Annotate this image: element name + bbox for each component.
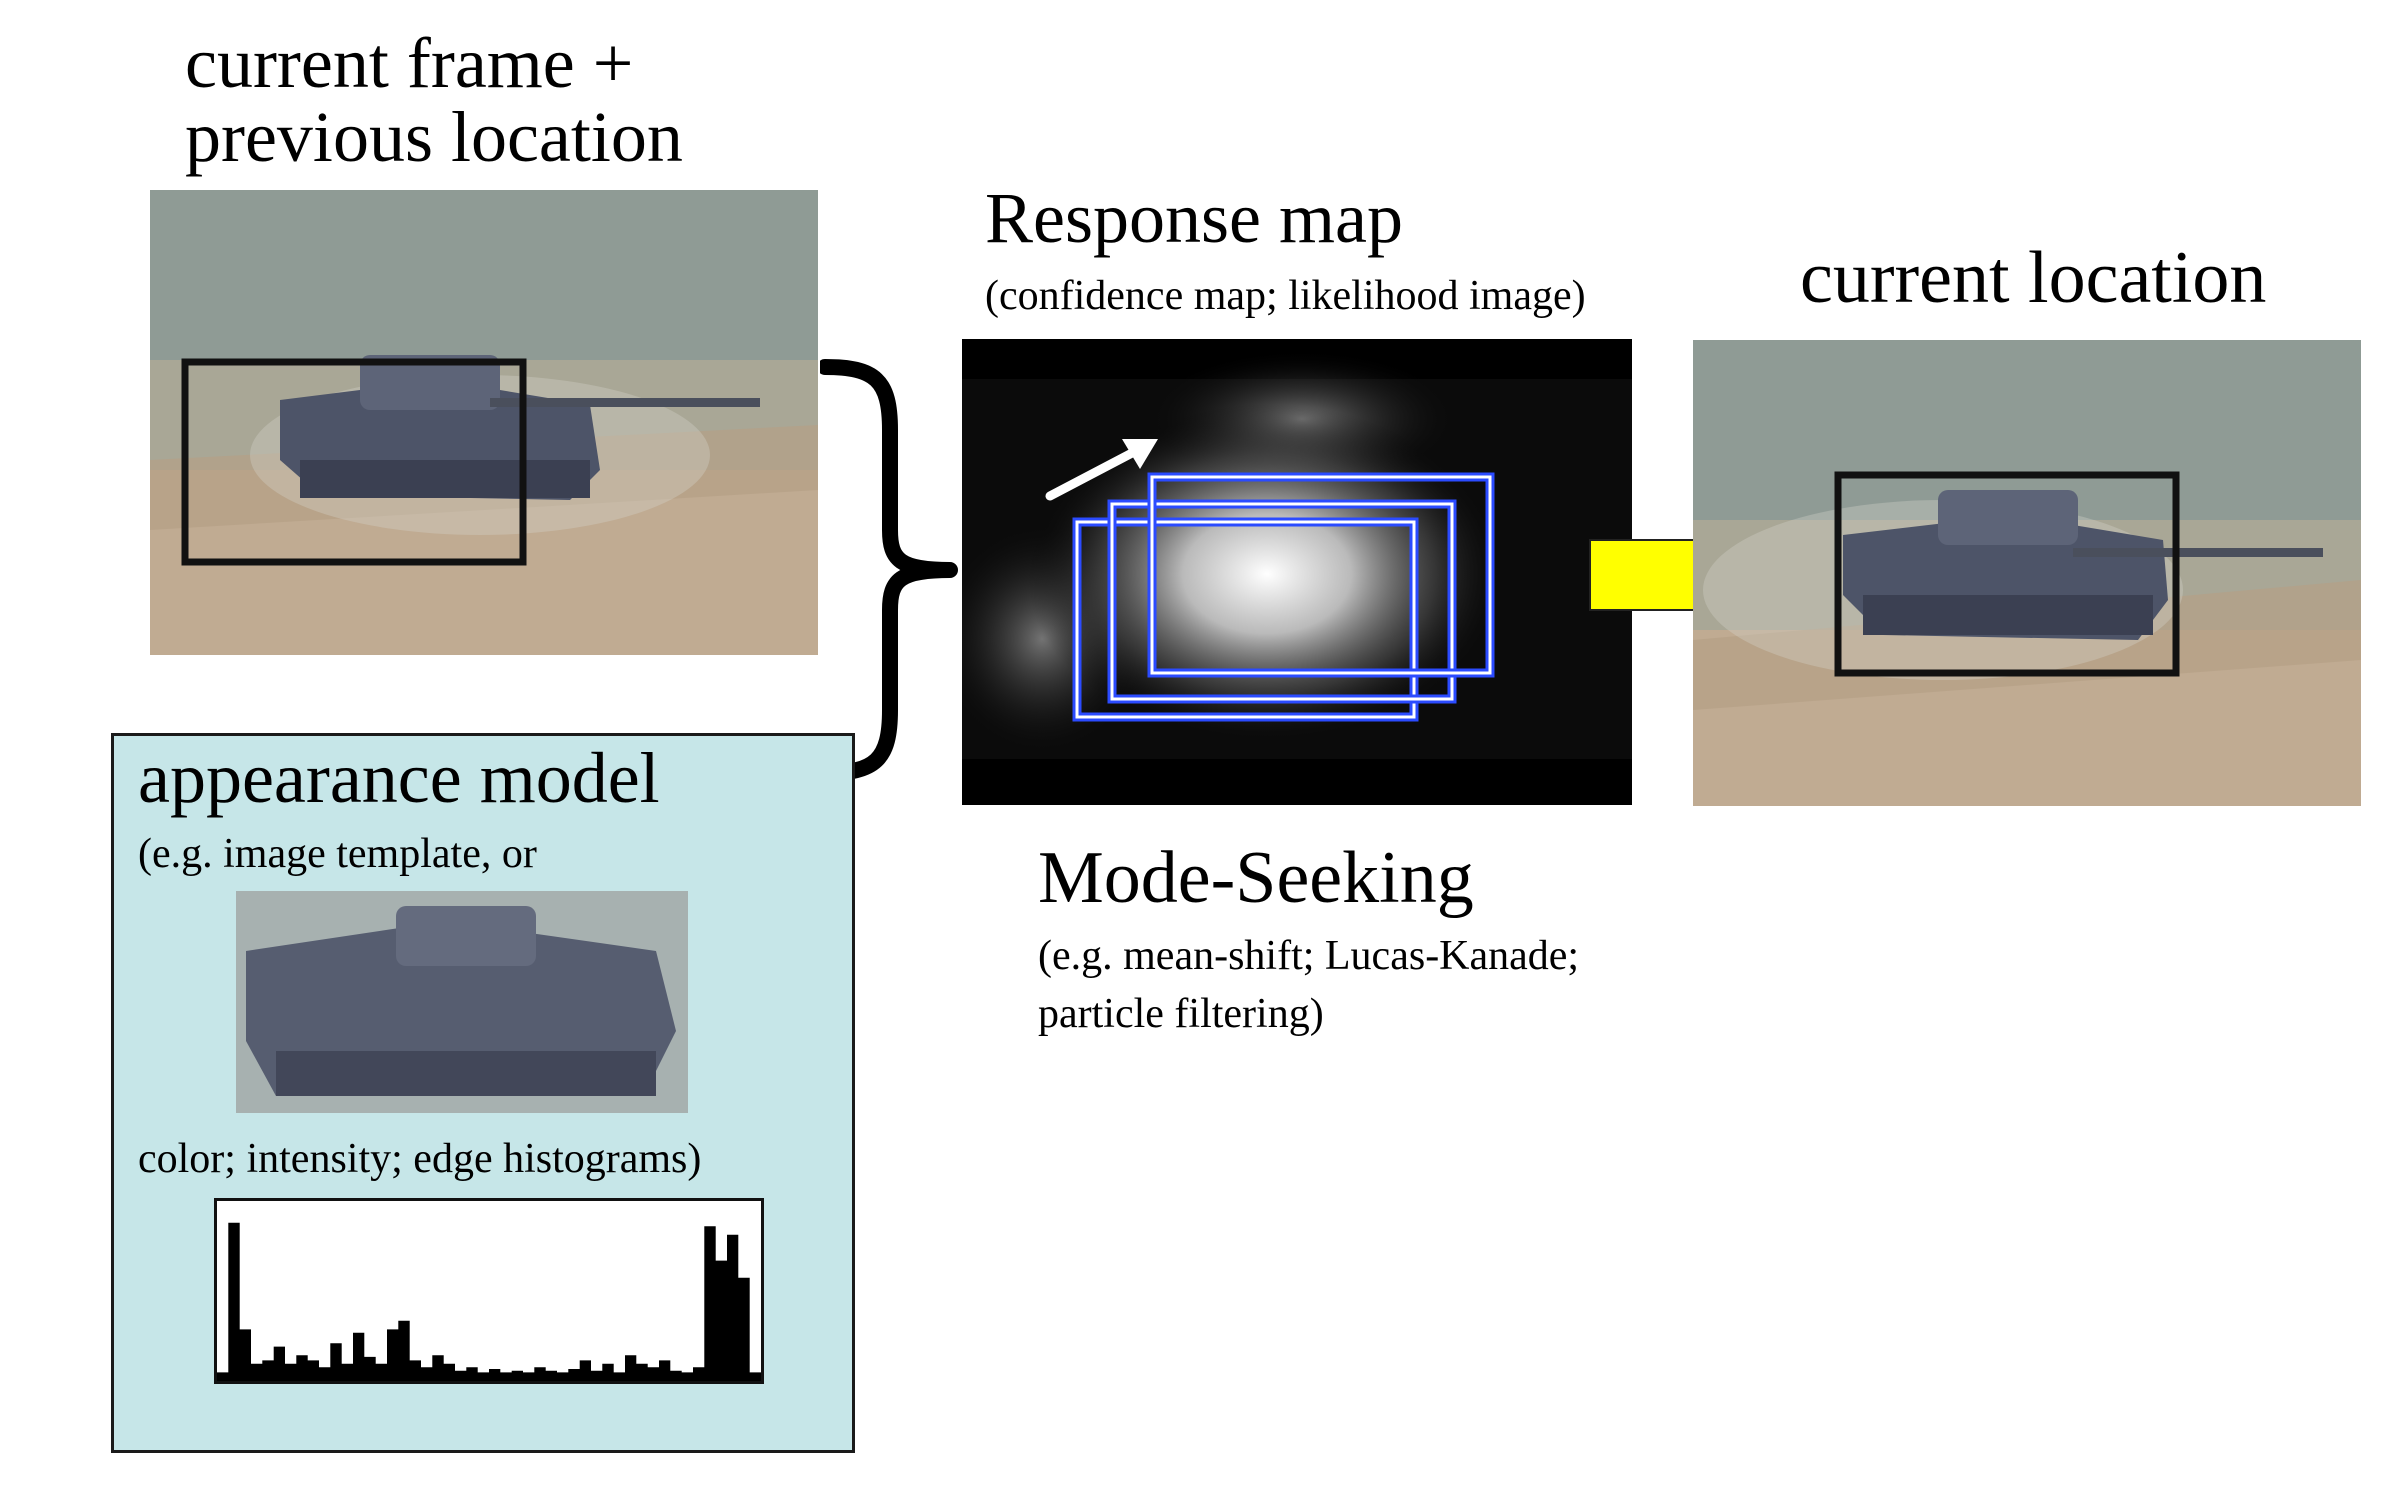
image-template — [236, 891, 688, 1113]
histogram-area — [217, 1222, 761, 1381]
current-location-image — [1693, 340, 2361, 806]
response-map — [932, 339, 1632, 805]
modeseeking-title: Mode-Seeking — [1038, 837, 1474, 919]
output-title: current location — [1800, 237, 2267, 319]
modeseeking-line2: particle filtering) — [1038, 991, 1324, 1037]
tank-shape — [1843, 490, 2323, 640]
appearance-line2: color; intensity; edge histograms) — [138, 1136, 702, 1182]
combine-brace — [820, 359, 958, 781]
search-windows — [1072, 472, 1495, 722]
input-title: current frame + previous location — [185, 26, 683, 174]
shift-arrow — [1045, 439, 1158, 501]
histogram-plot — [217, 1222, 761, 1381]
input-title-line2: previous location — [185, 97, 683, 177]
appearance-title: appearance model — [138, 738, 660, 818]
edge-histogram — [214, 1198, 764, 1384]
response-subtitle: (confidence map; likelihood image) — [985, 273, 1586, 319]
appearance-line1: (e.g. image template, or — [138, 831, 537, 877]
modeseeking-line1: (e.g. mean-shift; Lucas-Kanade; — [1038, 933, 1580, 979]
current-frame-image — [150, 190, 818, 655]
response-peak — [1027, 404, 1507, 744]
response-title: Response map — [985, 178, 1403, 258]
appearance-model-panel: appearance model (e.g. image template, o… — [111, 733, 855, 1453]
input-title-line1: current frame + — [185, 23, 634, 103]
